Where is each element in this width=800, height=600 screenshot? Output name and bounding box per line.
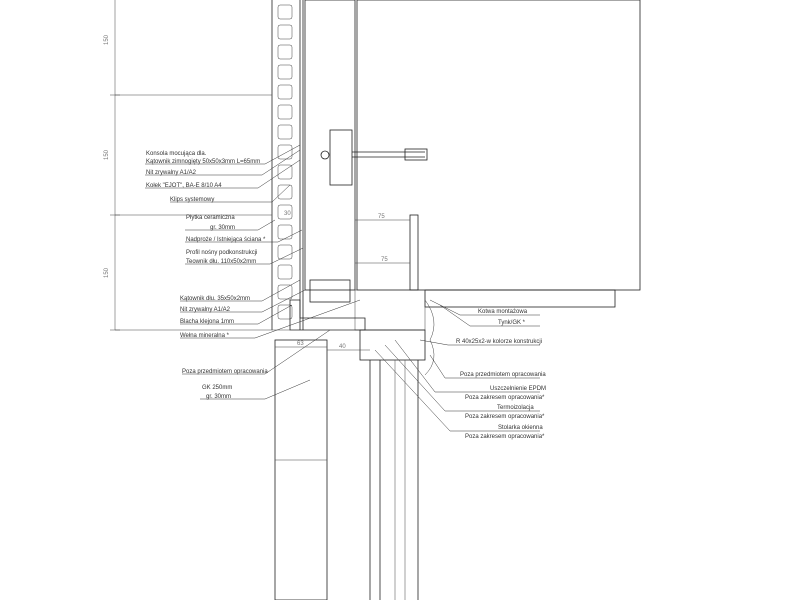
label-tee-profile: Teownik dłu. 110x50x2mm <box>186 259 256 265</box>
label-ceramic-tile: Płytka ceramiczna <box>186 215 235 221</box>
label-gk-thickness: gr. 30mm <box>206 394 231 400</box>
label-gk: GK 250mm <box>202 385 232 391</box>
vertical-dimension-chain: 150 150 150 <box>104 0 290 331</box>
right-labels: Kotwa montażowa Tynk/GK * R 40x25x2-w ko… <box>456 309 546 440</box>
dim-40: 40 <box>339 344 346 350</box>
tile-cavity <box>277 304 293 320</box>
plaster-board <box>424 289 616 308</box>
label-angle-35x50: Kątownik dłu. 35x50x2mm <box>180 296 250 302</box>
window-frame <box>274 299 435 600</box>
label-out-of-range-3: Poza zakresem opracowania* <box>465 434 545 440</box>
tile-cavity <box>277 284 293 300</box>
label-out-of-range-1: Poza zakresem opracowania* <box>465 395 545 401</box>
ceramic-cladding <box>271 0 301 330</box>
left-leaders <box>145 144 361 400</box>
label-ejot-anchor: Kołek "EJOT", BA-E 8/10 A4 <box>146 183 222 189</box>
tile-cavity <box>277 224 293 240</box>
label-out-of-scope-left: Poza przedmiotem opracowania <box>182 369 268 375</box>
label-plaster: Tynk/GK * <box>498 320 526 326</box>
concrete-lintel <box>356 0 641 291</box>
dim-150-bottom: 150 <box>104 267 110 278</box>
window-anchor <box>409 214 419 291</box>
anchor-bolt <box>320 148 428 161</box>
dim-30: 30 <box>284 211 291 217</box>
label-bracket: Konsola mocująca dla. <box>146 151 207 157</box>
label-out-of-range-2: Poza zakresem opracowania* <box>465 414 545 420</box>
tile-cavity <box>277 264 293 280</box>
right-leaders <box>374 299 540 432</box>
label-epdm-seal: Uszczelnienie EPDM <box>490 386 546 392</box>
tile-cavity <box>277 144 293 160</box>
tile-cavity <box>277 164 293 180</box>
label-thermal-insulation: Termoizolacja <box>497 405 534 411</box>
dim-150-mid: 150 <box>104 149 110 160</box>
tile-cavity <box>277 24 293 40</box>
label-glued-sheet: Blacha klejona 1mm <box>180 319 234 325</box>
label-support-profile: Profil nośny podkonstrukcji <box>186 250 257 256</box>
dim-63: 63 <box>297 341 304 347</box>
label-mineral-wool: Wełna mineralna * <box>180 333 230 339</box>
sill-bracket <box>289 299 366 331</box>
label-tile-thickness: gr. 30mm <box>210 225 235 231</box>
label-out-of-scope-right: Poza przedmiotem opracowania <box>460 372 546 378</box>
tile-cavity <box>277 64 293 80</box>
tile-cavity <box>277 184 293 200</box>
dim-75-top: 75 <box>378 214 385 220</box>
label-window-joinery: Stolarka okienna <box>498 425 543 431</box>
horizontal-dimensions: 75 75 30 63 40 <box>275 211 410 351</box>
tile-cavity <box>277 104 293 120</box>
tile-cavity <box>277 124 293 140</box>
label-rivet: Nit zrywalny A1/A2 <box>146 170 197 176</box>
left-labels: Konsola mocująca dla. Kątownik zimnogięt… <box>146 151 268 400</box>
label-rivet-2: Nit zrywalny A1/A2 <box>180 307 231 313</box>
tile-cavity <box>277 204 293 220</box>
tile-cavity <box>277 4 293 20</box>
tile-cavity <box>277 84 293 100</box>
insulation-layer <box>304 0 426 331</box>
tile-cavity <box>277 244 293 260</box>
label-r-profile: R 40x25x2-w kolorze konstrukcji <box>456 339 542 345</box>
label-clip: Klips systemowy <box>170 197 214 203</box>
dim-75-bottom: 75 <box>381 257 388 263</box>
label-angle-bracket: Kątownik zimnogięty 50x50x3mm L=65mm <box>146 159 260 165</box>
label-mounting-anchor: Kotwa montażowa <box>478 309 528 315</box>
label-lintel: Nadproże / Istniejąca ściana * <box>186 237 266 243</box>
dim-150-top: 150 <box>104 34 110 45</box>
tile-cavity <box>277 44 293 60</box>
